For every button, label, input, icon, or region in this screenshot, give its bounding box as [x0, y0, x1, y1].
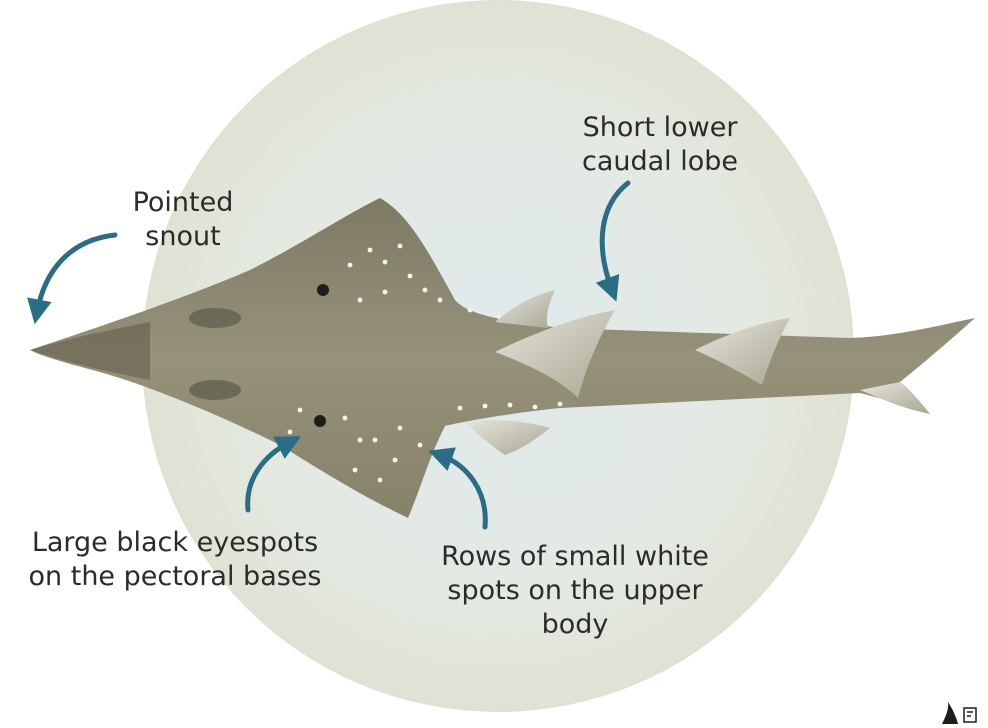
label-line: Rows of small white — [420, 540, 730, 574]
label-line: Large black eyespots — [0, 526, 350, 560]
label-line: on the pectoral bases — [0, 560, 350, 594]
label-line: spots on the upper — [420, 574, 730, 608]
label-line: body — [420, 608, 730, 642]
label-white-spots: Rows of small white spots on the upper b… — [420, 540, 730, 642]
label-line: Pointed — [108, 186, 258, 220]
eye-lower — [189, 380, 241, 400]
eyespot-upper — [317, 284, 329, 296]
eyespot-lower — [314, 415, 326, 427]
label-eyespots: Large black eyespots on the pectoral bas… — [0, 526, 350, 594]
arrow-snout — [37, 235, 115, 312]
eye-upper — [189, 308, 241, 328]
label-caudal-lobe: Short lower caudal lobe — [555, 111, 765, 179]
label-line: Short lower — [555, 111, 765, 145]
label-line: snout — [108, 220, 258, 254]
label-line: caudal lobe — [555, 145, 765, 179]
shark-fin-logo-icon — [940, 702, 980, 724]
label-pointed-snout: Pointed snout — [108, 186, 258, 254]
